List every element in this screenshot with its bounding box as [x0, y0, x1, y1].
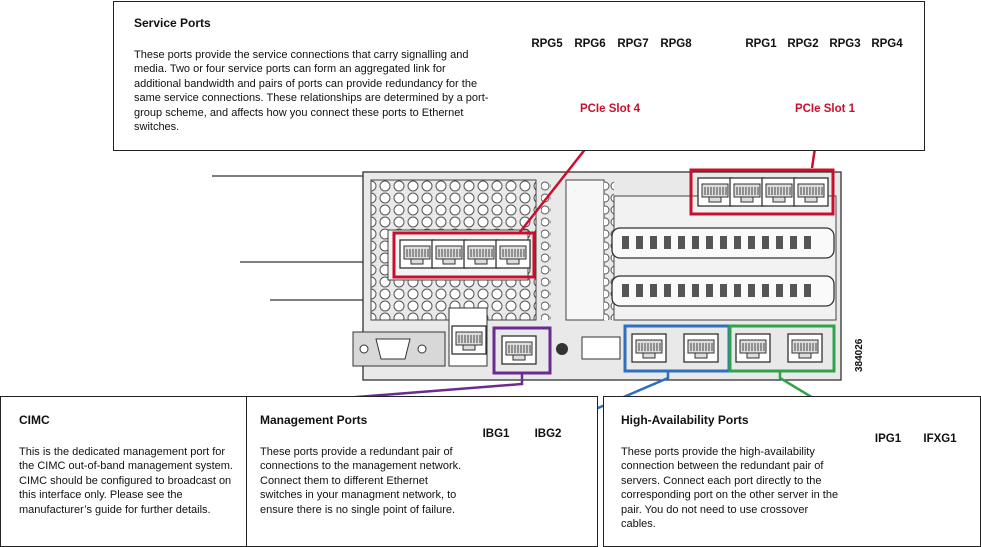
slot4-highlight: [392, 231, 536, 279]
port-label-ipg1: IPG1: [874, 433, 902, 445]
figure-id: 384026: [854, 338, 865, 372]
port-label-ibg1: IBG1: [482, 428, 510, 440]
slot1-label: PCIe Slot 1: [794, 103, 856, 115]
service-ports-title: Service Ports: [134, 16, 211, 30]
cimc-description: This is the dedicated management port fo…: [19, 446, 233, 516]
management-ports-description: These ports provide a redundant pair of …: [260, 446, 462, 516]
cimc-title: CIMC: [19, 413, 50, 427]
port-label-rpg3: RPG3: [829, 38, 861, 50]
port-label-rpg5: RPG5: [531, 38, 563, 50]
cimc-box: CIMC This is the dedicated management po…: [0, 396, 247, 547]
slot4-label: PCIe Slot 4: [579, 103, 641, 115]
ha-ports-title: High-Availability Ports: [621, 413, 749, 427]
connector-pins: [622, 236, 811, 297]
port-label-rpg8: RPG8: [660, 38, 692, 50]
port-label-rpg6: RPG6: [574, 38, 606, 50]
ha-ports-box: High-Availability Ports These ports prov…: [603, 396, 981, 547]
ha-ports-description: These ports provide the high-availabilit…: [621, 446, 839, 531]
port-label-rpg7: RPG7: [617, 38, 649, 50]
management-ports-title: Management Ports: [260, 413, 368, 427]
slot1-highlight: [689, 168, 835, 216]
port-label-ibg2: IBG2: [534, 428, 562, 440]
ha-highlight: [728, 324, 836, 373]
service-ports-description: These ports provide the service connecti…: [134, 49, 489, 134]
port-label-rpg2: RPG2: [787, 38, 819, 50]
port-label-ifxg1: IFXG1: [923, 433, 957, 445]
management-ports-box: Management Ports These ports provide a r…: [246, 396, 598, 547]
port-label-rpg4: RPG4: [871, 38, 903, 50]
port-label-rpg1: RPG1: [745, 38, 777, 50]
service-ports-box: Service Ports These ports provide the se…: [113, 1, 925, 151]
